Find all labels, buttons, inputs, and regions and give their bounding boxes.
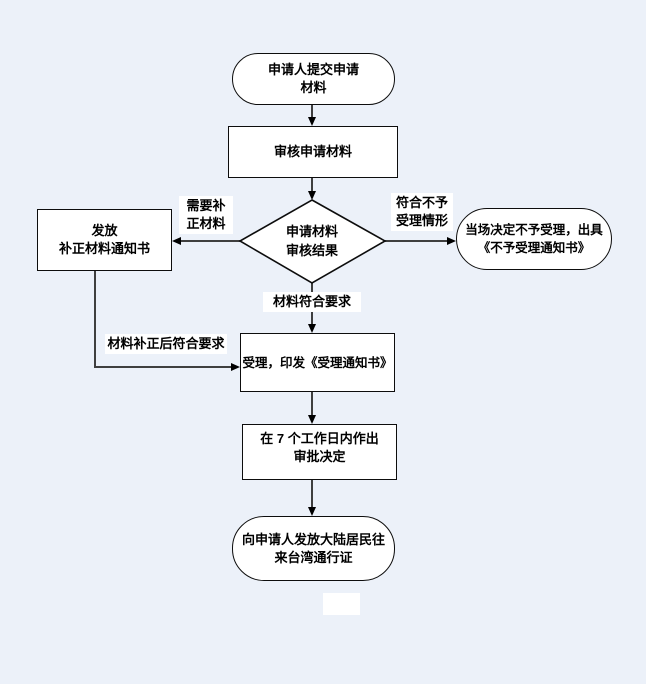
decision-diamond-shape xyxy=(238,199,387,284)
connector-supplement-accept xyxy=(94,271,236,368)
arrowhead-decision-supplement xyxy=(172,237,181,245)
arrowhead-supplement-accept xyxy=(231,363,240,371)
node-decision-label: 申请材料 审核结果 xyxy=(285,224,338,258)
edge-label-supplemented-ok: 材料补正后符合要求 xyxy=(105,334,227,354)
arrowhead-deadline-issue xyxy=(308,507,316,516)
arrowhead-decision-accept xyxy=(308,324,316,333)
node-review: 审核申请材料 xyxy=(228,126,398,178)
node-deadline: 在 7 个工作日内作出 审批决定 xyxy=(242,424,397,480)
arrowhead-start-review xyxy=(308,117,316,126)
node-reject: 当场决定不予受理，出具 《不予受理通知书》 xyxy=(456,208,612,270)
edge-label-meets-requirements: 材料符合要求 xyxy=(263,292,361,312)
edge-label-not-accept: 符合不予 受理情形 xyxy=(391,193,453,231)
node-start: 申请人提交申请 材料 xyxy=(232,53,395,105)
arrowhead-decision-reject xyxy=(447,237,456,245)
edge-label-need-supplement: 需要补 正材料 xyxy=(179,196,233,234)
node-accept: 受理，印发《受理通知书》 xyxy=(240,333,395,392)
node-supplement: 发放 补正材料通知书 xyxy=(37,209,172,271)
arrowhead-review-decision xyxy=(308,191,316,200)
node-issue: 向申请人发放大陆居民往 来台湾通行证 xyxy=(232,516,395,581)
blank-label xyxy=(323,593,360,615)
arrowhead-accept-deadline xyxy=(308,415,316,424)
